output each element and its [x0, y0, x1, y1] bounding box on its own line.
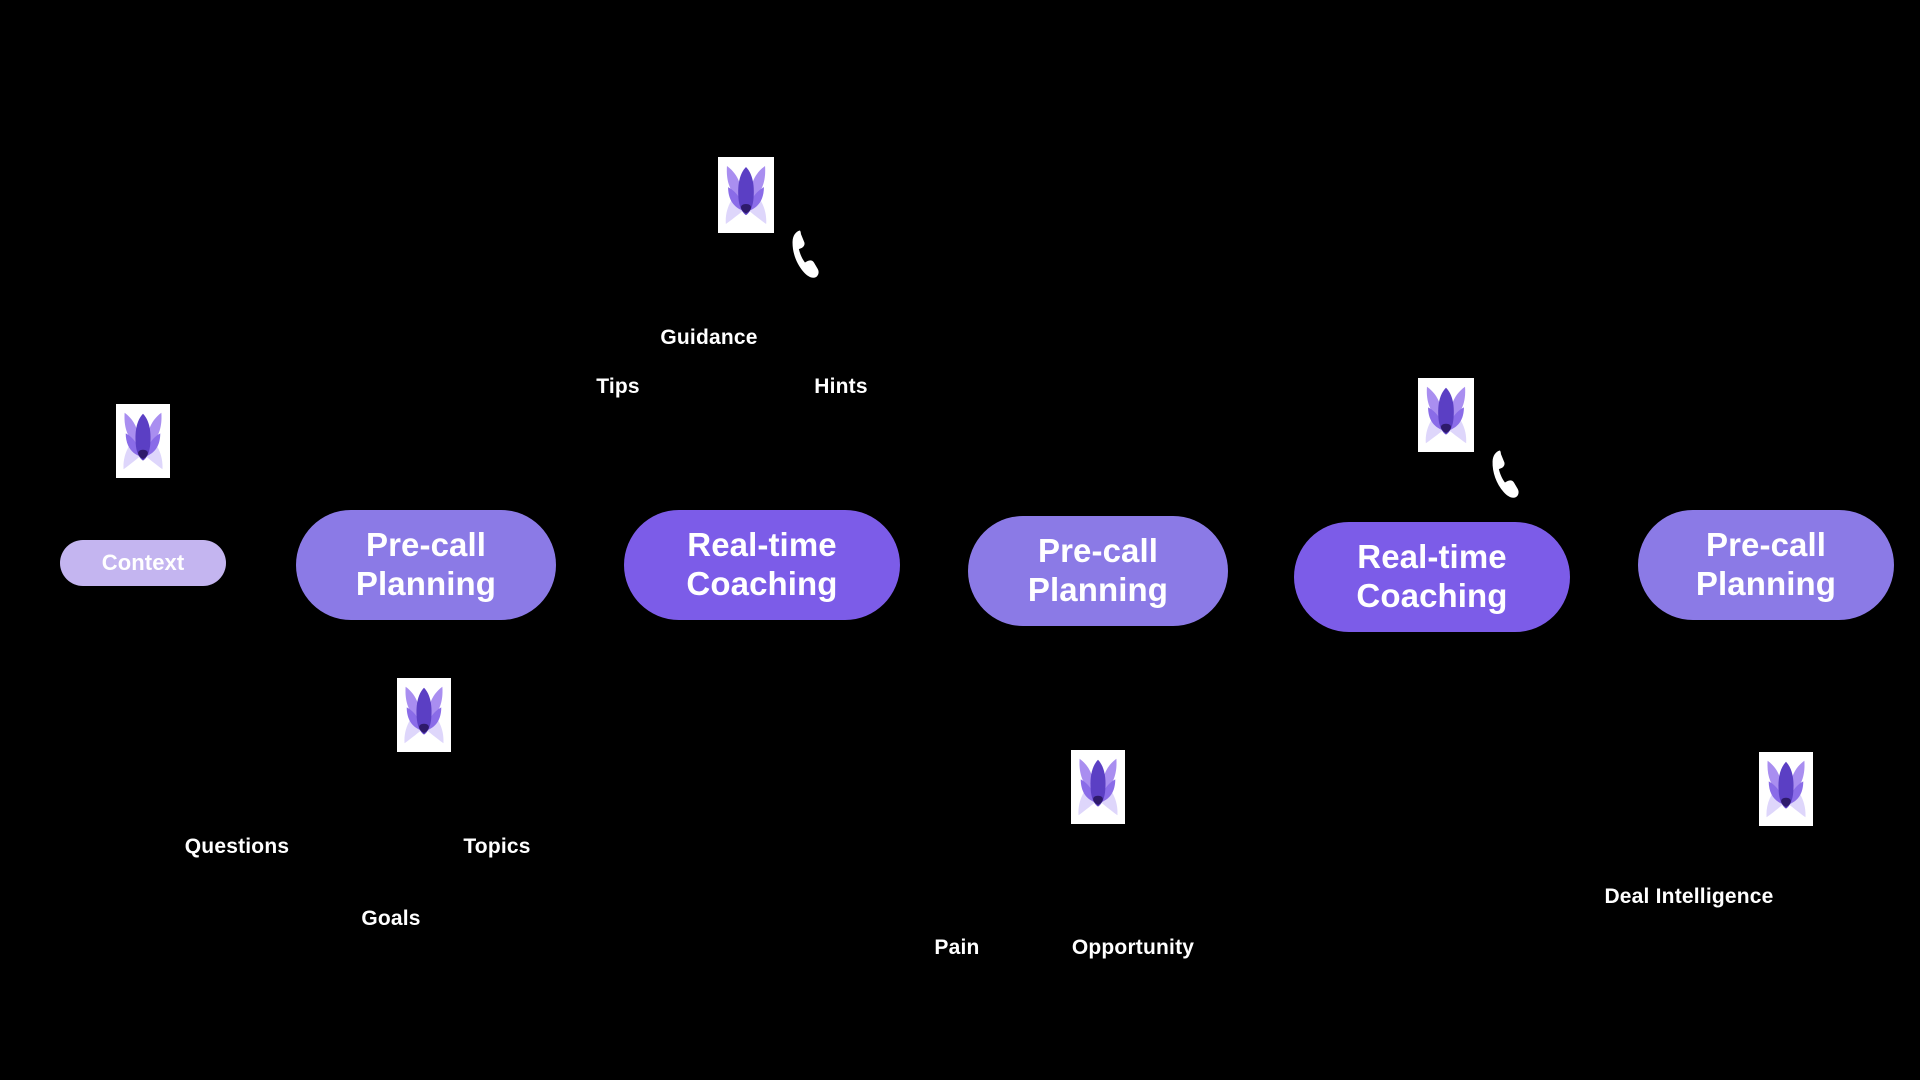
stage-pill-pre-call-planning-3[interactable]: Pre-call Planning — [1638, 510, 1894, 620]
annotation-label-deal-intelligence: Deal Intelligence — [1604, 885, 1774, 908]
annotation-label-goals: Goals — [361, 907, 421, 930]
fox-logo-icon — [1418, 378, 1474, 452]
stage-pill-context[interactable]: Context — [60, 540, 226, 586]
fox-logo-icon — [116, 404, 170, 478]
annotation-label-pain: Pain — [934, 936, 980, 959]
annotation-label-tips: Tips — [596, 375, 640, 398]
fox-logo-icon — [1071, 750, 1125, 824]
annotation-label-topics: Topics — [463, 835, 531, 858]
phone-call-icon — [1484, 446, 1527, 503]
stage-pill-pre-call-planning-2[interactable]: Pre-call Planning — [968, 516, 1228, 626]
fox-logo-icon — [397, 678, 451, 752]
stage-pill-real-time-coaching-2[interactable]: Real-time Coaching — [1294, 522, 1570, 632]
fox-logo-icon — [1759, 752, 1813, 826]
stage-pill-real-time-coaching-1[interactable]: Real-time Coaching — [624, 510, 900, 620]
stage-pill-pre-call-planning-1[interactable]: Pre-call Planning — [296, 510, 556, 620]
annotation-label-opportunity: Opportunity — [1071, 936, 1195, 959]
annotation-label-hints: Hints — [814, 375, 868, 398]
annotation-label-questions: Questions — [184, 835, 290, 858]
annotation-label-guidance: Guidance — [660, 326, 758, 349]
phone-call-icon — [784, 226, 827, 283]
fox-logo-icon — [718, 157, 774, 233]
